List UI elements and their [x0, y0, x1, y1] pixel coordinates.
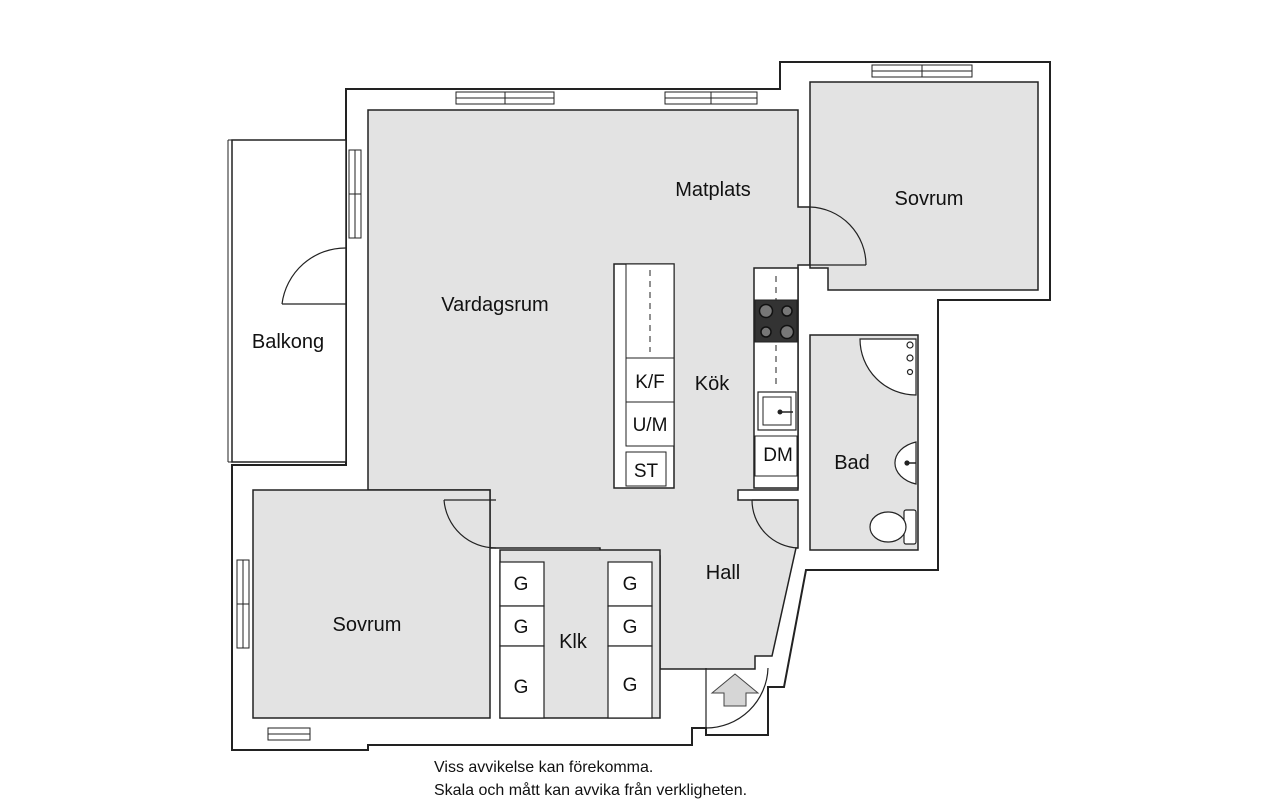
- fixture-label-dm: DM: [763, 445, 793, 466]
- room-label-klk: Klk: [559, 631, 588, 653]
- toilet-bowl: [869, 511, 907, 543]
- wardrobe-label: G: [514, 677, 529, 698]
- room-label-sovrum-top: Sovrum: [895, 188, 964, 210]
- room-label-bad: Bad: [834, 452, 870, 474]
- fridge-freezer: [625, 357, 675, 403]
- entrance-arrow-icon: [710, 673, 760, 707]
- fixture-label-st: ST: [634, 461, 659, 482]
- disclaimer-line-1: Viss avvikelse kan förekomma.: [434, 759, 654, 776]
- wardrobe-label: G: [514, 617, 529, 638]
- dishwasher: [754, 435, 798, 477]
- bedroom-top-floor: [809, 81, 1039, 291]
- disclaimer-line-2: Skala och mått kan avvika från verklighe…: [434, 782, 748, 799]
- windows: [236, 64, 973, 741]
- room-label-vardagsrum: Vardagsrum: [441, 294, 548, 316]
- door-swings: [281, 206, 867, 729]
- room-label-hall: Hall: [706, 562, 740, 584]
- kitchen-counter: [753, 267, 799, 489]
- wardrobes: [499, 561, 653, 719]
- washer-cabinet: [625, 451, 667, 487]
- wardrobe-label: G: [623, 574, 638, 595]
- wardrobe-label: G: [514, 574, 529, 595]
- wardrobe-label: G: [623, 675, 638, 696]
- room-label-kok: Kök: [695, 373, 730, 395]
- wardrobe-label: G: [623, 617, 638, 638]
- fixture-label-um: U/M: [633, 415, 668, 436]
- bathroom-fixtures: [859, 338, 917, 545]
- room-label-sovrum-bottom: Sovrum: [333, 614, 402, 636]
- kitchen-island: [613, 263, 675, 489]
- disclaimer: Viss avvikelse kan förekomma. Skala och …: [434, 756, 747, 802]
- shower: [859, 338, 917, 396]
- balcony: [231, 139, 347, 463]
- room-label-matplats: Matplats: [675, 179, 751, 201]
- bedroom-bottom-floor: [252, 489, 491, 719]
- oven-microwave: [625, 401, 675, 447]
- fixture-label-kf: K/F: [635, 372, 665, 393]
- room-label-balkong: Balkong: [252, 331, 324, 353]
